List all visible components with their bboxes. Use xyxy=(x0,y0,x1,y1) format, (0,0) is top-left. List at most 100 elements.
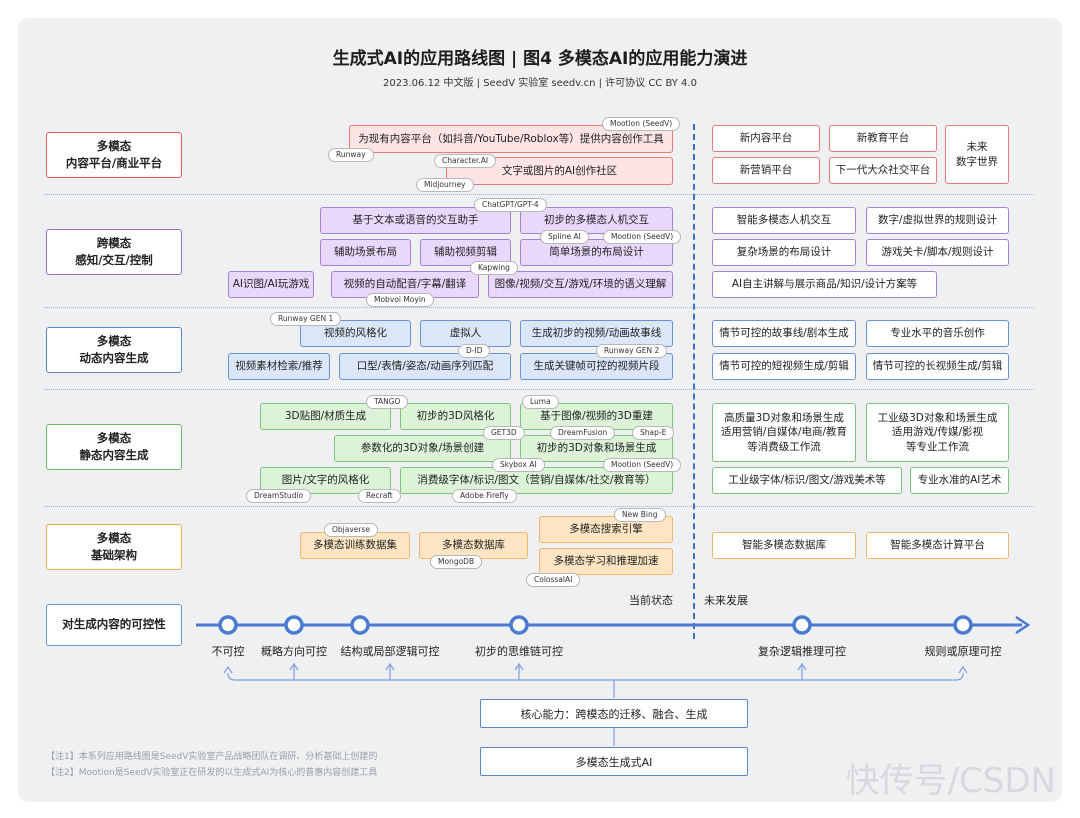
future-compute-platform: 智能多模态计算平台 xyxy=(866,532,1009,559)
footnote-2: 【注2】Mootion是SeedV实验室正在研发的以生成式AI为核心的普惠内容创… xyxy=(46,768,378,778)
category-infrastructure: 多模态 基础架构 xyxy=(46,524,182,570)
app-3d-stylize: 初步的3D风格化 xyxy=(400,403,511,430)
phase-divider xyxy=(693,124,695,639)
timeline-node xyxy=(953,615,973,635)
app-inference-acceleration: 多模态学习和推理加速 xyxy=(539,548,673,575)
future-smart-hci: 智能多模态人机交互 xyxy=(712,207,856,234)
tag-mongodb: MongoDB xyxy=(430,555,483,569)
timeline-point-label: 概略方向可控 xyxy=(261,645,327,658)
timeline-node xyxy=(218,615,238,635)
future-consumer-3d: 高质量3D对象和场景生成 适用营销/自媒体/电商/教育 等消费级工作流 xyxy=(712,403,856,462)
future-industrial-graphics: 工业级字体/标识/图文/游戏美术等 xyxy=(712,467,902,494)
app-semantic-understanding: 图像/视频/交互/游戏/环境的语义理解 xyxy=(488,271,673,298)
tag-mootion: Mootion (SeedV) xyxy=(603,230,682,244)
category-controllability: 对生成内容的可控性 xyxy=(46,604,182,646)
page-subtitle: 2023.06.12 中文版 | SeedV 实验室 seedv.cn | 许可… xyxy=(383,78,697,89)
future-new-marketing-platform: 新营销平台 xyxy=(712,157,820,184)
app-scene-layout: 辅助场景布局 xyxy=(320,239,411,266)
bracket-arrow xyxy=(958,665,968,674)
tag-dreamstudio: DreamStudio xyxy=(246,489,312,503)
core-base-box: 多模态生成式AI xyxy=(480,747,748,776)
timeline-point-label: 规则或原理可控 xyxy=(924,645,1002,658)
core-capability-box: 核心能力：跨模态的迁移、融合、生成 xyxy=(480,699,748,728)
app-training-dataset: 多模态训练数据集 xyxy=(300,532,410,559)
future-controlled-storyline: 情节可控的故事线/剧本生成 xyxy=(712,320,856,347)
timeline-arrow-head xyxy=(1015,615,1031,635)
footnote-1: 【注1】本系列应用路线图是SeedV实验室产品战略团队在调研、分析基础上创建的 xyxy=(46,752,378,762)
category-dynamic-content: 多模态 动态内容生成 xyxy=(46,327,182,373)
app-keyframe-video: 生成关键帧可控的视频片段 xyxy=(520,353,673,380)
tag-kapwing: Kapwing xyxy=(470,261,518,275)
future-complex-layout: 复杂场景的布局设计 xyxy=(712,239,856,266)
timeline-point-label: 复杂逻辑推理可控 xyxy=(758,645,846,658)
page-title: 生成式AI的应用路线图 | 图4 多模态AI的应用能力演进 xyxy=(332,49,748,69)
watermark: 快传号/CSDN xyxy=(845,761,1056,801)
future-new-education-platform: 新教育平台 xyxy=(829,125,937,152)
app-virtual-human: 虚拟人 xyxy=(420,320,511,347)
future-long-video: 情节可控的长视频生成/剪辑 xyxy=(866,353,1009,380)
row-divider xyxy=(44,194,1034,195)
timeline-node xyxy=(792,615,812,635)
future-social-platform: 下一代大众社交平台 xyxy=(829,157,937,184)
phase-current-label: 当前状态 xyxy=(629,594,673,607)
tag-mootion: Mootion (SeedV) xyxy=(602,117,681,131)
app-parametric-3d: 参数化的3D对象/场景创建 xyxy=(334,435,511,462)
future-short-video: 情节可控的短视频生成/剪辑 xyxy=(712,353,856,380)
app-3d-texture: 3D贴图/材质生成 xyxy=(260,403,391,430)
tag-runway-gen1: Runway GEN 1 xyxy=(270,312,342,326)
app-multimodal-hci: 初步的多模态人机交互 xyxy=(520,207,673,234)
app-video-stylize: 视频的风格化 xyxy=(300,320,411,347)
tag-spline-ai: Spline AI xyxy=(540,230,589,244)
tag-midjourney: Midjourney xyxy=(416,178,474,192)
row-divider xyxy=(44,389,1034,390)
timeline-graphic xyxy=(196,615,1031,746)
tag-skybox-ai: Skybox AI xyxy=(492,458,545,472)
tag-character-ai: Character.AI xyxy=(434,154,497,168)
category-crossmodal: 跨模态 感知/交互/控制 xyxy=(46,229,182,275)
timeline-node xyxy=(284,615,304,635)
future-world-rules: 数字/虚拟世界的规则设计 xyxy=(866,207,1009,234)
timeline-node xyxy=(509,615,529,635)
future-ai-art: 专业水准的AI艺术 xyxy=(910,467,1009,494)
future-industrial-3d: 工业级3D对象和场景生成 适用游戏/传媒/影视 等专业工作流 xyxy=(866,403,1009,462)
tag-d-id: D-ID xyxy=(458,344,491,358)
bracket-arrow xyxy=(385,662,395,671)
timeline-point-label: 初步的思维链可控 xyxy=(475,645,563,658)
core-bracket xyxy=(227,672,964,681)
timeline-node xyxy=(350,615,370,635)
tag-new-bing: New Bing xyxy=(614,508,666,522)
tag-luma: Luma xyxy=(522,395,559,409)
future-new-content-platform: 新内容平台 xyxy=(712,125,820,152)
tag-mobvoi: Mobvoi Moyin xyxy=(366,293,434,307)
tag-colossalai: ColossalAI xyxy=(526,573,581,587)
future-game-design: 游戏关卡/脚本/规则设计 xyxy=(866,239,1009,266)
tag-runway: Runway xyxy=(328,148,374,162)
tag-recraft: Recraft xyxy=(358,489,401,503)
row-divider xyxy=(44,506,1034,507)
tag-mootion: Mootion (SeedV) xyxy=(603,458,682,472)
timeline-point-label: 结构或局部逻辑可控 xyxy=(340,645,440,658)
tag-objaverse: Objaverse xyxy=(324,523,379,537)
tag-shap-e: Shap-E xyxy=(632,426,675,440)
future-digital-world: 未来 数字世界 xyxy=(945,125,1009,184)
app-3d-generation: 初步的3D对象和场景生成 xyxy=(520,435,673,462)
app-story-generation: 生成初步的视频/动画故事线 xyxy=(520,320,673,347)
future-smart-db: 智能多模态数据库 xyxy=(712,532,856,559)
tag-tango: TANGO xyxy=(366,395,409,409)
tag-dreamfusion: DreamFusion xyxy=(550,426,616,440)
category-content-platform: 多模态 内容平台/商业平台 xyxy=(46,132,182,178)
app-ai-vision-game: AI识图/AI玩游戏 xyxy=(228,271,314,298)
timeline-point-label: 不可控 xyxy=(211,645,245,658)
app-video-retrieval: 视频素材检索/推荐 xyxy=(228,353,330,380)
tag-chatgpt: ChatGPT/GPT-4 xyxy=(474,198,547,212)
bracket-arrow xyxy=(514,662,524,671)
bracket-arrow xyxy=(223,665,233,674)
phase-future-label: 未来发展 xyxy=(704,594,748,607)
future-ai-presenter: AI自主讲解与展示商品/知识/设计方案等 xyxy=(712,271,937,298)
roadmap-canvas: 生成式AI的应用路线图 | 图4 多模态AI的应用能力演进 2023.06.12… xyxy=(18,18,1062,802)
tag-runway-gen2: Runway GEN 2 xyxy=(596,344,668,358)
future-music-creation: 专业水平的音乐创作 xyxy=(866,320,1009,347)
category-static-content: 多模态 静态内容生成 xyxy=(46,424,182,470)
tag-get3d: GET3D xyxy=(483,426,525,440)
bracket-arrow xyxy=(289,662,299,671)
